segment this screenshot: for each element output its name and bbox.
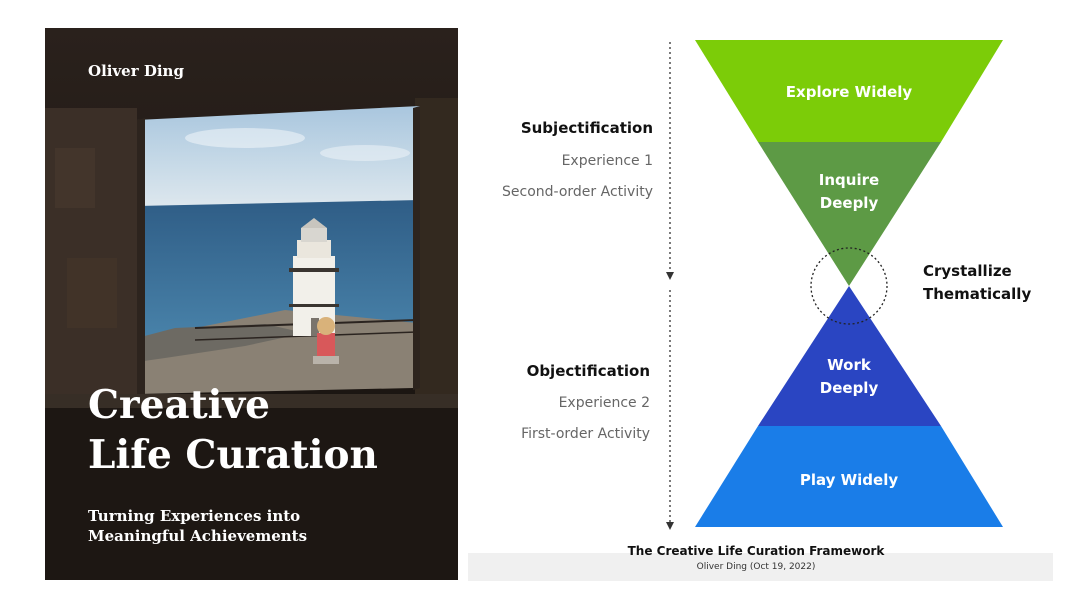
- crystallize-circle: [810, 247, 888, 325]
- cover-photo: [45, 28, 458, 580]
- framework-credit: Oliver Ding (Oct 19, 2022): [696, 562, 816, 572]
- explore-widely-segment: [695, 40, 1003, 142]
- objectification-heading: Objectification: [526, 362, 650, 380]
- inquire-deeply-line: Inquire: [818, 171, 880, 189]
- framework-diagram: [666, 40, 1003, 530]
- play-widely-segment: [695, 426, 1003, 527]
- second-order-activity-label: Second-order Activity: [502, 184, 653, 200]
- work-deeply-line: Work: [827, 356, 871, 374]
- framework-slide: Subjectification Experience 1 Second-ord…: [468, 28, 1053, 581]
- framework-title: The Creative Life Curation Framework: [627, 544, 885, 558]
- cover-subtitle-line: Turning Experiences into: [88, 507, 301, 525]
- subjectification-heading: Subjectification: [520, 119, 653, 137]
- cover-subtitle: Turning Experiences into Meaningful Achi…: [88, 506, 307, 546]
- play-widely-label: Play Widely: [799, 471, 899, 489]
- work-deeply-label: Work Deeply: [749, 354, 949, 400]
- crystallize-line: Thematically: [923, 285, 1032, 303]
- crystallize-line: Crystallize: [923, 262, 1012, 280]
- footer-band: [468, 553, 1053, 581]
- inquire-deeply-label: Inquire Deeply: [749, 169, 949, 215]
- upper-arrow-head: [666, 272, 674, 280]
- inquire-deeply-segment: [758, 142, 941, 286]
- inquire-deeply-line: Deeply: [819, 194, 879, 212]
- experience-1-label: Experience 1: [561, 153, 653, 169]
- book-cover: Oliver Ding Creative Life Curation Turni…: [45, 28, 458, 580]
- cover-author: Oliver Ding: [88, 62, 184, 80]
- cover-title: Creative Life Curation: [88, 380, 378, 480]
- explore-widely-label: Explore Widely: [785, 83, 913, 101]
- work-deeply-segment: [758, 286, 941, 426]
- crystallize-thematically-label: Crystallize Thematically: [923, 260, 1031, 306]
- work-deeply-line: Deeply: [819, 379, 879, 397]
- cover-subtitle-line: Meaningful Achievements: [88, 527, 308, 545]
- cover-title-line: Creative: [88, 382, 270, 428]
- experience-2-label: Experience 2: [558, 395, 650, 411]
- first-order-activity-label: First-order Activity: [521, 426, 650, 442]
- cover-title-line: Life Curation: [88, 432, 378, 478]
- lower-arrow-head: [666, 522, 674, 530]
